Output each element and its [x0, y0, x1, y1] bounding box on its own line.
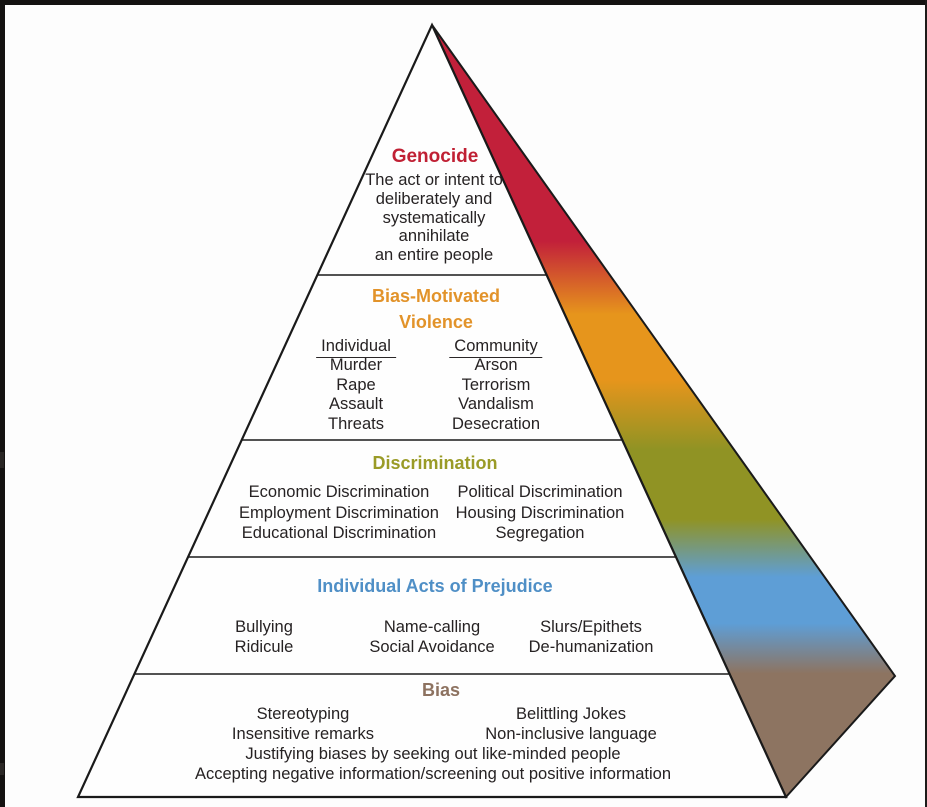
- list-item: Arson: [474, 356, 518, 374]
- list-item: Vandalism: [458, 395, 534, 414]
- discrimination-left-items: Economic Discrimination Employment Discr…: [239, 482, 439, 544]
- bias-full-width-items: Justifying biases by seeking out like-mi…: [195, 744, 671, 784]
- level-title-bias: Bias: [421, 680, 461, 700]
- list-item: Murder: [329, 356, 383, 374]
- level-title-bias-motivated-violence: Bias-Motivated Violence: [372, 284, 500, 335]
- list-item: Economic Discrimination: [248, 483, 430, 501]
- list-item: Justifying biases by seeking out like-mi…: [245, 745, 621, 763]
- scan-smudge: [0, 452, 4, 468]
- description-line: systematically: [382, 208, 486, 227]
- prejudice-column-2: Name-calling Social Avoidance: [369, 617, 494, 658]
- violence-community-items: Arson Terrorism Vandalism Desecration: [452, 356, 540, 434]
- prejudice-column-3: Slurs/Epithets De-humanization: [529, 617, 654, 658]
- genocide-description: The act or intent to deliberately and sy…: [365, 171, 503, 265]
- bias-left-items: Stereotyping Insensitive remarks: [232, 705, 374, 745]
- prejudice-column-1: Bullying Ridicule: [235, 617, 294, 658]
- list-item: Desecration: [451, 414, 541, 433]
- list-item: Terrorism: [461, 375, 531, 394]
- level-title-genocide: Genocide: [391, 146, 479, 167]
- title-line: Bias-Motivated: [371, 286, 501, 306]
- list-item: Housing Discrimination: [455, 503, 625, 522]
- violence-individual-items: Murder Rape Assault Threats: [328, 356, 384, 434]
- list-item: Social Avoidance: [369, 638, 495, 657]
- description-line: annihilate: [398, 227, 470, 246]
- list-item: Threats: [328, 414, 384, 433]
- list-item: Slurs/Epithets: [540, 618, 642, 636]
- list-item: Non-inclusive language: [485, 724, 657, 743]
- scan-smudge: [0, 763, 4, 775]
- frame-right-bar: [925, 0, 927, 807]
- list-item: Stereotyping: [256, 705, 350, 723]
- column-header-label: Community: [449, 337, 543, 359]
- description-line: The act or intent to: [365, 171, 503, 189]
- list-item: Accepting negative information/screening…: [194, 765, 672, 784]
- list-item: Insensitive remarks: [231, 724, 375, 743]
- frame-left-bar: [0, 0, 5, 807]
- list-item: Bullying: [235, 618, 293, 636]
- list-item: Name-calling: [383, 618, 481, 636]
- list-item: Assault: [328, 395, 384, 414]
- column-header-label: Individual: [316, 337, 396, 359]
- list-item: Educational Discrimination: [241, 524, 437, 543]
- pyramid-front-face: [76, 22, 788, 799]
- column-header-community: Community: [449, 337, 543, 359]
- discrimination-right-items: Political Discrimination Housing Discrim…: [456, 482, 625, 544]
- frame-top-bar: [0, 0, 927, 5]
- list-item: Ridicule: [234, 638, 294, 657]
- list-item: De-humanization: [528, 638, 654, 657]
- list-item: Segregation: [495, 524, 585, 543]
- list-item: Political Discrimination: [457, 483, 623, 501]
- description-line: deliberately and: [375, 189, 493, 208]
- title-line: Violence: [399, 311, 473, 332]
- list-item: Employment Discrimination: [239, 503, 439, 522]
- list-item: Rape: [336, 375, 376, 394]
- column-header-individual: Individual: [316, 337, 396, 359]
- level-title-discrimination: Discrimination: [372, 453, 498, 473]
- level-title-individual-acts-of-prejudice: Individual Acts of Prejudice: [317, 576, 553, 596]
- description-line: an entire people: [374, 246, 494, 265]
- bias-right-items: Belittling Jokes Non-inclusive language: [485, 705, 657, 745]
- list-item: Belittling Jokes: [515, 705, 627, 723]
